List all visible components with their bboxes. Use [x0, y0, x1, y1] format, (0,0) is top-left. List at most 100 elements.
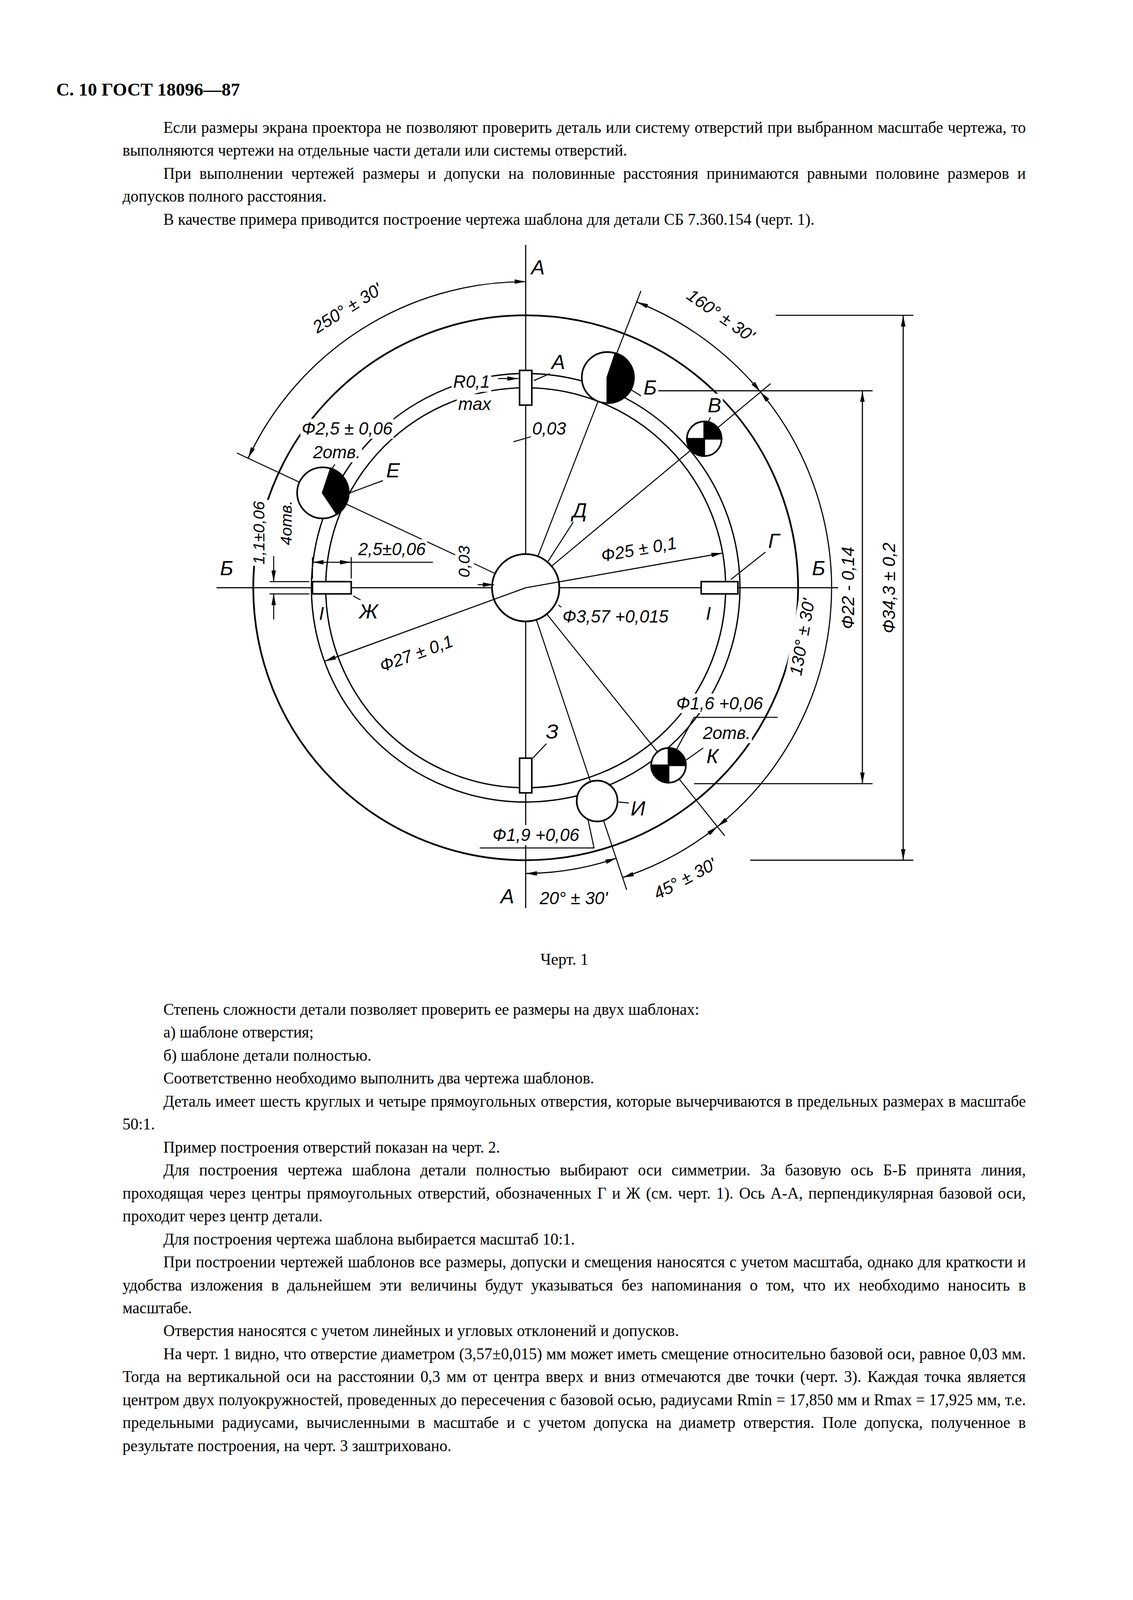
- dimension-label: К: [704, 744, 721, 769]
- diameter-dimension: [324, 315, 914, 860]
- leader-line: [618, 801, 629, 803]
- dimension-label: Б: [810, 556, 827, 581]
- linear-dimension: [312, 556, 314, 579]
- linear-dimension: [269, 436, 531, 620]
- dimension-label: Ф34,3 ± 0,2: [879, 541, 900, 635]
- paragraph: Для построения чертежа шаблона детали по…: [122, 1158, 1026, 1228]
- dimension-label: А: [529, 255, 547, 280]
- dimension-label: Б: [642, 376, 659, 400]
- leader-line: [532, 742, 547, 759]
- leader-line: [533, 373, 551, 381]
- dimension-label: Ф27 ± 0,1: [375, 630, 457, 677]
- dimension-label: З: [544, 720, 561, 744]
- paragraph: На черт. 1 видно, что отверстие диаметро…: [122, 1342, 1026, 1458]
- dimension-label: Д: [571, 498, 589, 523]
- dimension-label: 0,03: [455, 544, 474, 579]
- leader-line: [685, 748, 704, 761]
- dimension-label: 2отв.: [311, 442, 363, 463]
- dimension-label: И: [628, 796, 647, 821]
- paragraph: При построении чертежей шаблонов все раз…: [122, 1250, 1026, 1320]
- dimension-label: Ф3,57 +0,015: [561, 606, 670, 627]
- diameter-dimension: [653, 390, 873, 392]
- paragraph: Если размеры экрана проектора не позволя…: [122, 116, 1026, 163]
- diameter-dimension: [902, 315, 904, 860]
- leader-line: [675, 717, 778, 751]
- dimension-label: В: [706, 393, 724, 418]
- leader-line: [330, 373, 778, 849]
- round-hole: [297, 352, 722, 822]
- diameter-dimension: [775, 314, 914, 316]
- dimension-label: 4отв.: [277, 498, 297, 547]
- dimension-label: А: [550, 350, 567, 375]
- dimension-label: Ф1,6 +0,06: [674, 693, 764, 714]
- dimension-label: I: [317, 602, 326, 624]
- page-header: С. 10 ГОСТ 18096—87: [55, 79, 240, 101]
- dimension-label: Г: [766, 529, 782, 553]
- paragraph: Деталь имеет шесть круглых и четыре прям…: [122, 1090, 1026, 1137]
- axis-line: [216, 244, 840, 909]
- leader-line: [479, 819, 594, 849]
- text-block: Степень сложности детали позволяет прове…: [122, 998, 1026, 1458]
- rectangular-slot: [519, 370, 532, 405]
- diameter-dimension: [750, 859, 914, 861]
- paragraph: б) шаблоне детали полностью.: [122, 1044, 1026, 1068]
- round-hole: [668, 748, 686, 766]
- paragraph: Соответственно необходимо выполнить два …: [122, 1067, 1026, 1090]
- dimension-label: Ф1,9 +0,06: [490, 824, 581, 845]
- figure-caption: Черт. 1: [540, 950, 589, 969]
- paragraph: При выполнении чертежей размеры и допуск…: [122, 162, 1026, 209]
- round-hole: [687, 438, 705, 456]
- part-outline: [253, 315, 799, 860]
- paragraph: Степень сложности детали позволяет прове…: [122, 998, 1026, 1022]
- dimension-label: 250° ± 30': [307, 278, 387, 339]
- dimension-label: 160° ± 30': [682, 284, 760, 347]
- rectangular-slot: [519, 758, 532, 793]
- diameter-dimension: [693, 783, 873, 784]
- dimension-label: I: [704, 602, 713, 624]
- leader-line: [624, 385, 642, 396]
- dimension-label: Ж: [357, 599, 380, 624]
- linear-dimension: [269, 581, 309, 582]
- round-hole: [576, 780, 618, 822]
- leader-line: [548, 521, 574, 562]
- rectangular-slot: [701, 581, 739, 594]
- paragraph: В качестве примера приводится построение…: [122, 208, 1026, 232]
- paragraph: а) шаблоне отверстия;: [122, 1021, 1026, 1044]
- linear-dimension: [273, 556, 274, 582]
- angle-dimension: [247, 281, 832, 878]
- linear-dimension: [513, 436, 531, 442]
- dimension-label: А: [498, 884, 516, 909]
- radial-line: [525, 383, 771, 588]
- dimension-label: 0,03: [531, 418, 568, 439]
- leader-line: [730, 551, 766, 580]
- linear-dimension: [350, 556, 352, 579]
- round-hole: [651, 748, 686, 783]
- angle-dimension: [247, 281, 526, 459]
- linear-dimension: [269, 593, 309, 595]
- linear-dimension: [477, 584, 495, 586]
- dimension-label: Е: [384, 458, 402, 483]
- dimension-label: R0,1: [451, 371, 492, 392]
- linear-dimension: [273, 593, 274, 620]
- dimension-label: 2отв.: [701, 723, 753, 744]
- paragraph: Для построения чертежа шаблона выбираетс…: [122, 1228, 1026, 1251]
- dimension-label: 20° ± 30': [538, 888, 610, 909]
- dimension-label: Ф25 ± 0,1: [598, 532, 680, 566]
- diameter-dimension: [861, 390, 863, 784]
- linear-dimension: [312, 561, 352, 563]
- leader-line: [330, 464, 335, 471]
- leader-line: [498, 378, 519, 380]
- dimension-label: 1,1±0,06: [249, 499, 269, 566]
- paragraph: Отверстия наносятся с учетом линейных и …: [122, 1319, 1026, 1343]
- rectangular-slot: [312, 581, 352, 594]
- round-hole: [687, 421, 722, 456]
- leader-line: [706, 417, 711, 427]
- dimension-label: max: [456, 394, 493, 415]
- angle-dimension: [525, 858, 617, 874]
- linear-dimension: [351, 561, 433, 563]
- round-hole: [322, 468, 349, 515]
- round-hole: [651, 765, 669, 783]
- paragraph: Пример построения отверстий показан на ч…: [122, 1136, 1026, 1159]
- text-block: Если размеры экрана проектора не позволя…: [122, 116, 1026, 232]
